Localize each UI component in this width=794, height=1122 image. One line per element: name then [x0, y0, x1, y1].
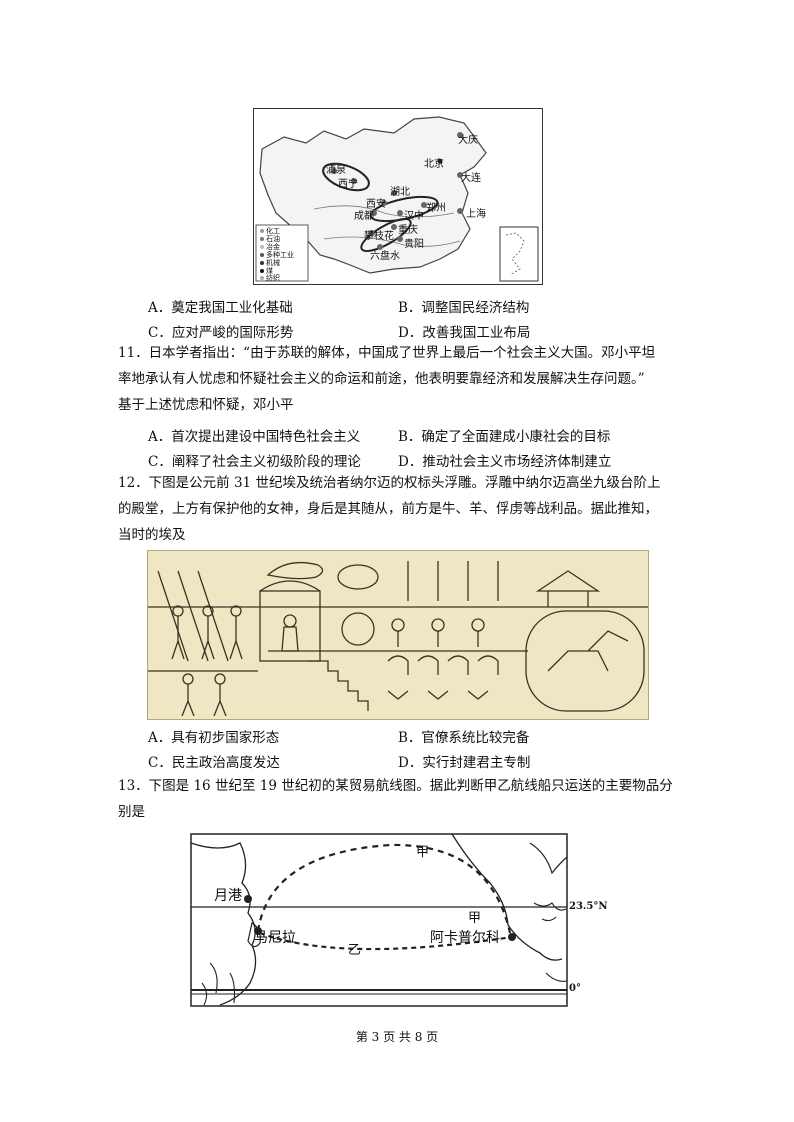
q13-stem-line-2: 别是: [118, 804, 145, 820]
q12-stem-line-3: 当时的埃及: [118, 527, 186, 543]
q12-option-a[interactable]: A．具有初步国家形态: [148, 730, 280, 746]
city-beijing: 北京: [424, 159, 444, 170]
china-industry-map: 大庆 北京 大连 酒泉 西宁 湖北 西安 郑州 上海 成都 汉中 重庆 攀枝花 …: [253, 108, 543, 285]
latitude-equator-label: 0°: [569, 983, 581, 994]
legend-petroleum: 石油: [266, 235, 280, 243]
q10-option-c[interactable]: C．应对严峻的国际形势: [148, 325, 294, 341]
city-dalian: 大连: [461, 173, 481, 184]
narmer-macehead-relief-image: [147, 550, 649, 720]
city-hubei: 湖北: [390, 187, 410, 198]
port-acapulco-label: 阿卡普尔科: [430, 930, 500, 946]
city-panzhihua: 攀枝花: [364, 231, 394, 242]
city-xining: 西宁: [338, 179, 358, 190]
q12-stem-line-2: 的殿堂，上方有保护他的女神，身后是其随从，前方是牛、羊、俘虏等战利品。据此推知，: [118, 501, 658, 517]
trade-route-svg: [190, 833, 568, 1007]
china-map-svg: [255, 116, 539, 282]
city-hanzhong: 汉中: [404, 211, 424, 222]
q10-option-b[interactable]: B．调整国民经济结构: [398, 300, 530, 316]
city-chengdu: 成都: [354, 211, 374, 222]
legend-multi-industry: 多种工业: [266, 251, 294, 259]
q11-stem-line-1: 11．日本学者指出：“由于苏联的解体，中国成了世界上最后一个社会主义大国。邓小平…: [118, 345, 656, 361]
route-jia-label-mid: 甲: [468, 911, 482, 926]
city-chongqing: 重庆: [398, 225, 418, 236]
q11-stem-line-2: 率地承认有人忧虑和怀疑社会主义的命运和前途，他表明要靠经济和发展解决生存问题。”: [118, 371, 645, 387]
city-guiyang: 贵阳: [404, 239, 424, 250]
legend-coal: 煤: [266, 267, 273, 275]
city-daqing: 大庆: [458, 135, 478, 146]
q12-option-c[interactable]: C．民主政治高度发达: [148, 755, 280, 771]
q11-option-d[interactable]: D．推动社会主义市场经济体制建立: [398, 454, 612, 470]
city-jiuquan: 酒泉: [326, 165, 346, 176]
q11-option-c[interactable]: C．阐释了社会主义初级阶段的理论: [148, 454, 361, 470]
q10-option-a[interactable]: A．奠定我国工业化基础: [148, 300, 293, 316]
q12-option-d[interactable]: D．实行封建君主专制: [398, 755, 531, 771]
city-xian: 西安: [366, 199, 386, 210]
q12-option-b[interactable]: B．官僚系统比较完备: [398, 730, 530, 746]
legend-chemical: 化工: [266, 227, 280, 235]
relief-drawing: [148, 561, 648, 717]
legend-textile: 纺织: [266, 274, 280, 282]
route-jia-label-top: 甲: [416, 845, 430, 860]
q12-stem-line-1: 12．下图是公元前 31 世纪埃及统治者纳尔迈的权标头浮雕。浮雕中纳尔迈高坐九级…: [118, 475, 661, 491]
q11-option-b[interactable]: B．确定了全面建成小康社会的目标: [398, 429, 611, 445]
q13-stem-line-1: 13．下图是 16 世纪至 19 世纪初的某贸易航线图。据此判断甲乙航线船只运送…: [118, 778, 673, 794]
legend-metallurgy: 冶金: [266, 243, 280, 251]
page-number-footer: 第 3 页 共 8 页: [355, 1030, 439, 1044]
q10-option-d[interactable]: D．改善我国工业布局: [398, 325, 531, 341]
q11-option-a[interactable]: A．首次提出建设中国特色社会主义: [148, 429, 361, 445]
city-zhengzhou: 郑州: [426, 203, 446, 214]
port-yuegang-label: 月港: [214, 888, 242, 904]
city-liupanshui: 六盘水: [370, 251, 400, 262]
port-manila-label: 马尼拉: [254, 930, 296, 946]
trade-route-map: 甲 甲 乙 月港 马尼拉 阿卡普尔科 23.5°N 0°: [190, 833, 608, 1009]
city-shanghai: 上海: [466, 209, 486, 220]
legend-machinery: 机械: [266, 259, 280, 267]
q11-stem-line-3: 基于上述忧虑和怀疑，邓小平: [118, 397, 294, 413]
latitude-tropic-label: 23.5°N: [569, 901, 608, 912]
route-yi-label: 乙: [348, 943, 362, 958]
